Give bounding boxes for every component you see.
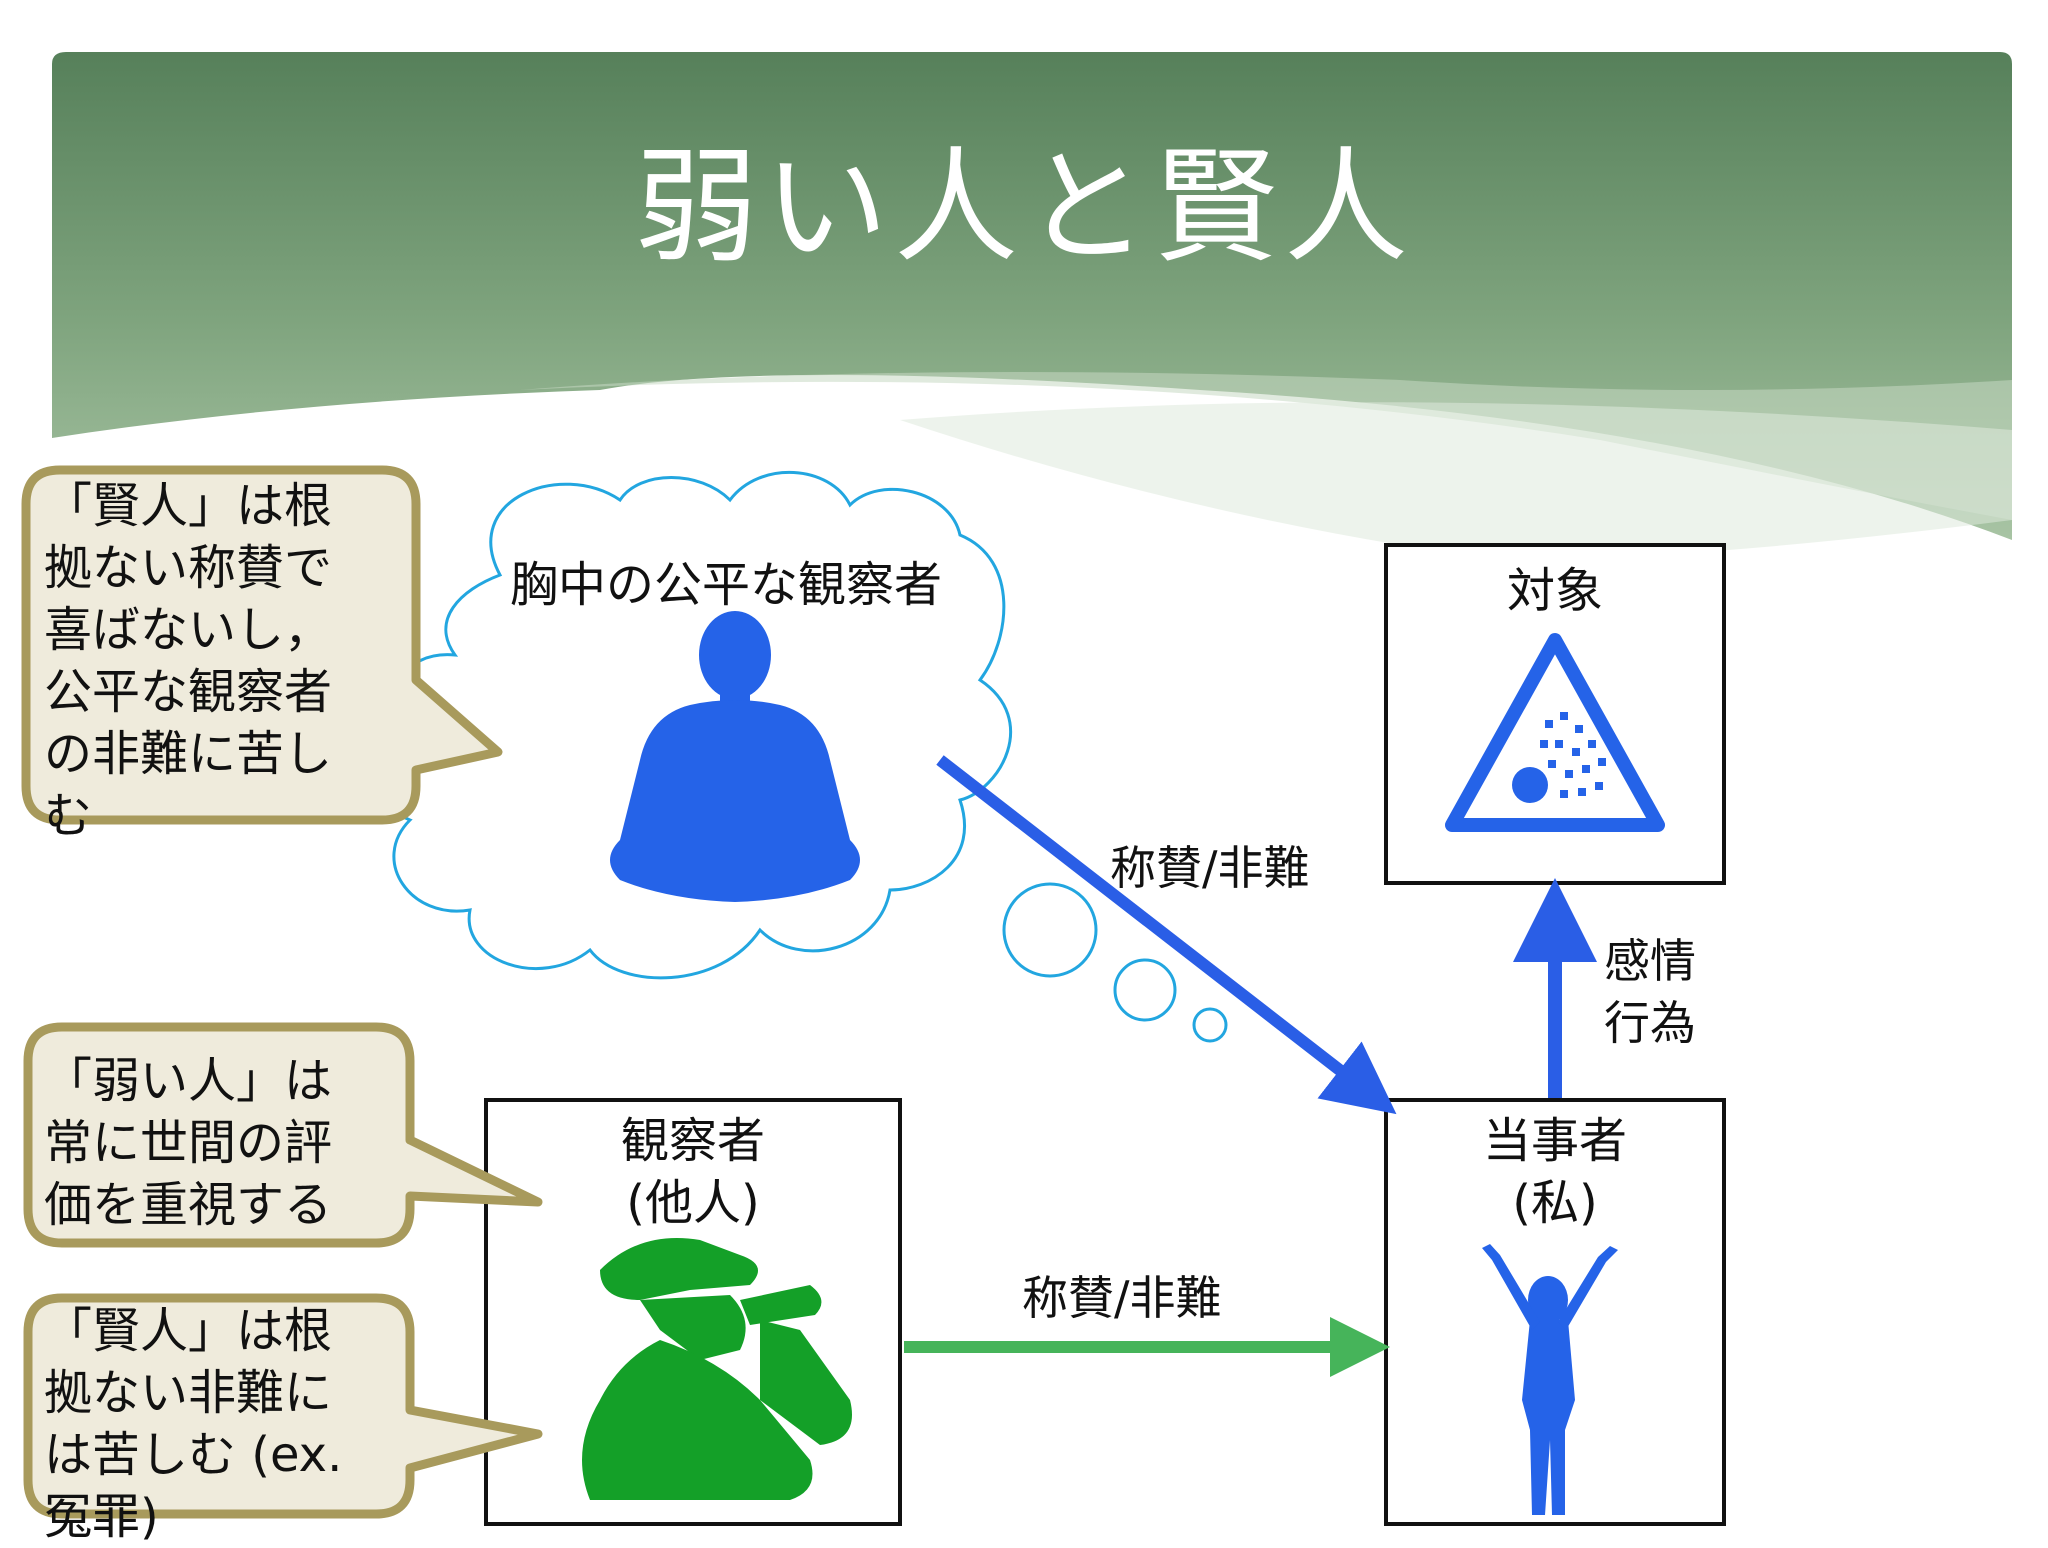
callout-weak-bubble: [23, 1022, 543, 1248]
thought-bubble-medium: [1113, 958, 1177, 1022]
agent-label-line1: 当事者: [1482, 1113, 1627, 1169]
object-label: 対象: [1506, 563, 1603, 619]
callout-sage-praise: 「賢人」は根拠ない称賛で喜ばないし，公平な観察者の非難に苦しむ: [44, 478, 333, 844]
observer-label-line1: 観察者: [620, 1113, 765, 1169]
impartial-spectator-label: 胸中の公平な観察者: [510, 557, 943, 613]
soldier-with-binoculars-icon: [582, 1238, 852, 1500]
edge-label-spectator-to-agent: 称賛/非難: [1110, 841, 1310, 895]
callout-weak: 「弱い人」は常に世間の評価を重視する: [44, 1053, 333, 1233]
title-banner: [52, 52, 2012, 560]
edge-label-agent-to-object-line2: 行為: [1604, 996, 1696, 1050]
meditating-person-icon: [610, 611, 860, 902]
slide-title: 弱い人と賢人: [633, 136, 1414, 280]
callout-sage-praise-bubble: [21, 465, 503, 825]
agent-label-line2: (私): [1512, 1175, 1598, 1231]
callout-sage-blame-bubble: [23, 1293, 543, 1519]
edge-label-agent-to-object-line1: 感情: [1604, 934, 1696, 988]
explosive-warning-sign-icon: [1445, 633, 1665, 832]
thought-bubble-small: [1192, 1007, 1228, 1043]
observer-label-line2: (他人): [626, 1175, 760, 1231]
thought-bubble-large: [1002, 882, 1098, 978]
arrow-spectator-to-agent: [936, 755, 1397, 1115]
callout-sage-blame: 「賢人」は根拠ない非難には苦しむ (ex.冤罪): [44, 1303, 343, 1545]
edge-label-observer-to-agent: 称賛/非難: [1022, 1271, 1222, 1325]
person-arms-raised-icon: [1482, 1244, 1618, 1515]
